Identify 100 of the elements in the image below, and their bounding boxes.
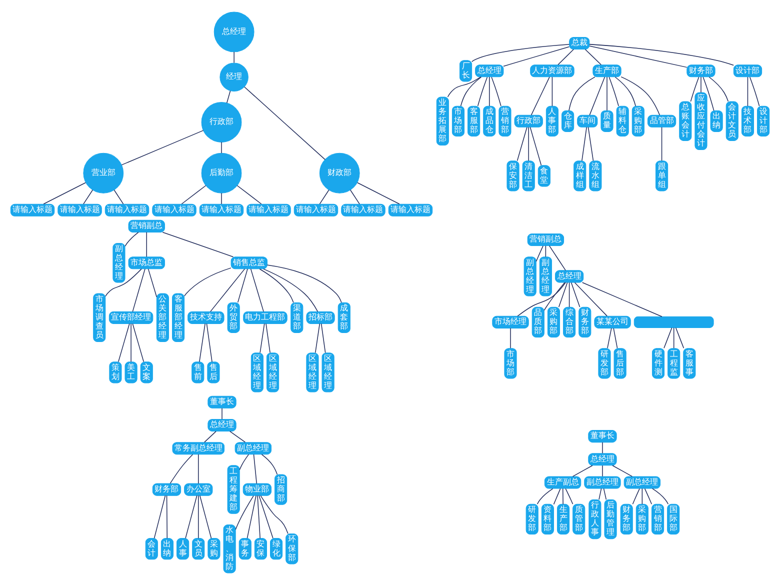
- connector: [517, 282, 566, 316]
- connector: [700, 76, 702, 93]
- connector: [536, 246, 544, 262]
- connector: [206, 323, 212, 362]
- connector: [43, 182, 86, 204]
- connector: [246, 495, 256, 539]
- connector: [257, 495, 260, 539]
- connector: [582, 126, 587, 162]
- connector: [471, 44, 570, 62]
- connector: [226, 90, 231, 104]
- connector: [632, 488, 640, 504]
- connector: [644, 488, 652, 504]
- connector: [589, 46, 688, 68]
- connector: [350, 190, 360, 204]
- connector: [602, 442, 603, 454]
- connector: [664, 327, 672, 349]
- connector: [598, 488, 602, 500]
- connector: [675, 327, 684, 349]
- connector: [130, 323, 132, 362]
- connector: [652, 488, 669, 504]
- connector: [702, 76, 714, 111]
- connector: [536, 488, 554, 504]
- connector: [558, 282, 568, 308]
- connector: [263, 268, 318, 312]
- connector: [260, 323, 265, 354]
- connector: [747, 76, 748, 106]
- connector: [612, 465, 633, 477]
- connector: [584, 49, 602, 66]
- connector: [606, 76, 608, 111]
- connector: [237, 268, 248, 303]
- connector: [260, 495, 288, 534]
- connector: [608, 76, 619, 106]
- connector: [221, 192, 222, 204]
- connector: [447, 76, 482, 98]
- connector: [570, 282, 580, 308]
- connector: [146, 232, 147, 258]
- connector: [530, 76, 550, 116]
- connector: [552, 76, 553, 106]
- connector: [166, 495, 168, 539]
- connector: [477, 76, 488, 106]
- connector: [545, 245, 546, 258]
- connector: [588, 126, 594, 162]
- connector: [235, 495, 254, 530]
- connector: [589, 76, 606, 116]
- connector: [259, 268, 294, 303]
- connector: [261, 454, 278, 475]
- connector: [558, 49, 574, 66]
- connector: [266, 323, 270, 354]
- connector: [132, 323, 144, 362]
- connector: [553, 488, 561, 505]
- connector: [503, 46, 570, 67]
- connector: [528, 126, 529, 162]
- connector: [114, 190, 124, 204]
- connector: [244, 86, 326, 160]
- connector: [565, 488, 574, 504]
- connector: [562, 488, 564, 504]
- connector: [620, 76, 660, 116]
- connector: [204, 430, 216, 443]
- connector: [750, 76, 760, 106]
- connector: [582, 282, 662, 317]
- connector: [198, 454, 199, 484]
- connector: [185, 495, 198, 539]
- connector: [319, 190, 330, 204]
- connector: [132, 268, 146, 312]
- connector: [221, 142, 222, 154]
- connector: [574, 282, 608, 316]
- connector: [661, 126, 662, 162]
- connector: [199, 323, 206, 362]
- connector: [258, 495, 274, 539]
- connector: [83, 190, 94, 204]
- connector: [572, 465, 593, 477]
- connector: [568, 282, 570, 308]
- connector: [105, 268, 142, 297]
- connector: [530, 126, 542, 166]
- connector: [184, 268, 232, 296]
- connector: [356, 182, 400, 204]
- connector: [602, 465, 603, 477]
- connector: [253, 454, 258, 484]
- connector: [489, 76, 490, 106]
- connector: [266, 264, 342, 303]
- connector: [170, 454, 194, 484]
- connector: [121, 130, 204, 166]
- connector: [510, 328, 511, 349]
- connector: [607, 328, 612, 349]
- connector: [154, 495, 166, 539]
- connector: [642, 488, 643, 504]
- connector: [230, 430, 246, 443]
- connector: [314, 323, 320, 354]
- connector: [568, 76, 596, 111]
- connector: [516, 126, 528, 162]
- connector: [239, 454, 250, 470]
- connector: [549, 245, 566, 271]
- connector: [603, 488, 607, 500]
- connector: [460, 76, 482, 106]
- connector: [162, 232, 234, 258]
- connector: [181, 185, 206, 204]
- connector: [708, 76, 729, 102]
- connector: [320, 323, 326, 354]
- connector: [118, 323, 130, 362]
- connector: [544, 282, 565, 311]
